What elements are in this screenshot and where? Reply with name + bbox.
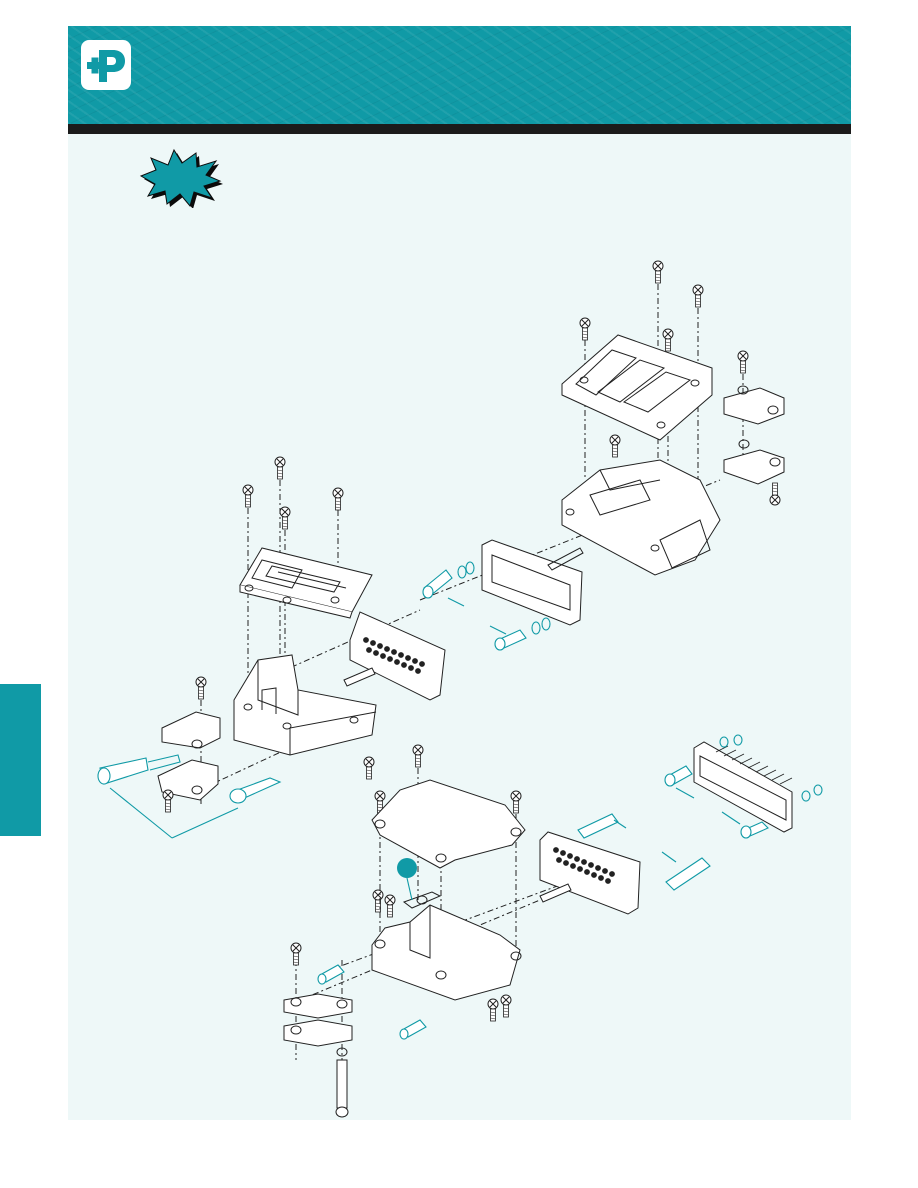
connector-right <box>693 741 793 833</box>
new-starburst-icon <box>139 148 223 208</box>
assembly-left-callouts <box>97 754 282 839</box>
connector-right-callouts <box>664 734 823 839</box>
header-banner <box>68 26 851 124</box>
assembly-top-right-callouts <box>422 561 551 651</box>
header-rule <box>68 124 851 134</box>
brand-logo-icon <box>81 40 131 90</box>
assembly-bottom <box>283 745 641 1118</box>
assembly-left <box>157 457 446 812</box>
exploded-view-drawing <box>97 134 823 1118</box>
assembly-bottom-callouts <box>317 813 711 1040</box>
side-tab <box>0 684 41 836</box>
assembly-top-right <box>419 261 785 626</box>
